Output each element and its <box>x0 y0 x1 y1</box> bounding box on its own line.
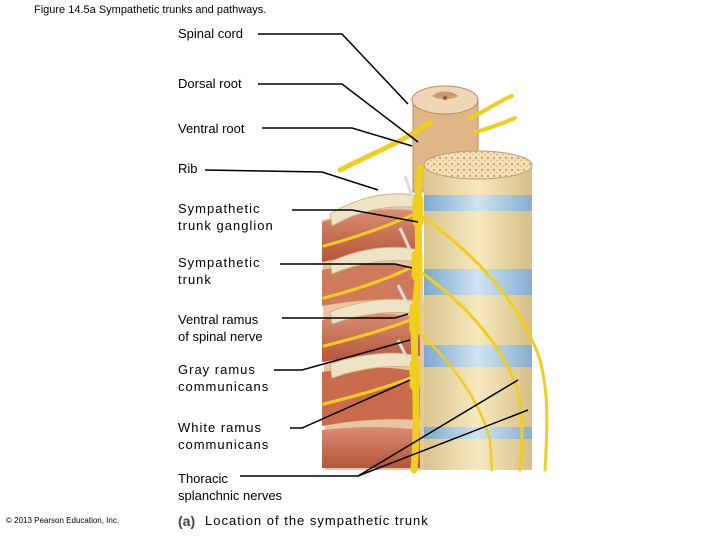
label-sympathetic-trunk: Sympathetic trunk <box>178 255 261 287</box>
label-spinal-cord: Spinal cord <box>178 26 244 41</box>
figure-caption: Location of the sympathetic trunk <box>205 513 429 528</box>
label-rib: Rib <box>178 161 198 176</box>
label-white-ramus: White ramus communicans <box>178 420 270 452</box>
label-ventral-ramus: Ventral ramus of spinal nerve <box>178 312 263 344</box>
vertebral-column <box>423 150 533 470</box>
label-gray-ramus: Gray ramus communicans <box>178 362 270 394</box>
label-sympathetic-trunk-ganglion: Sympathetic trunk ganglion <box>178 201 274 233</box>
nerves <box>322 94 549 474</box>
label-dorsal-root: Dorsal root <box>178 76 242 91</box>
leader-lines <box>204 33 529 477</box>
label-ventral-root: Ventral root <box>178 121 245 136</box>
copyright: © 2013 Pearson Education, Inc. <box>6 516 120 525</box>
caption-letter: (a) <box>178 513 196 529</box>
figure-title: Figure 14.5a Sympathetic trunks and path… <box>34 4 267 16</box>
label-thoracic-splanchnic: Thoracic splanchnic nerves <box>178 471 283 503</box>
